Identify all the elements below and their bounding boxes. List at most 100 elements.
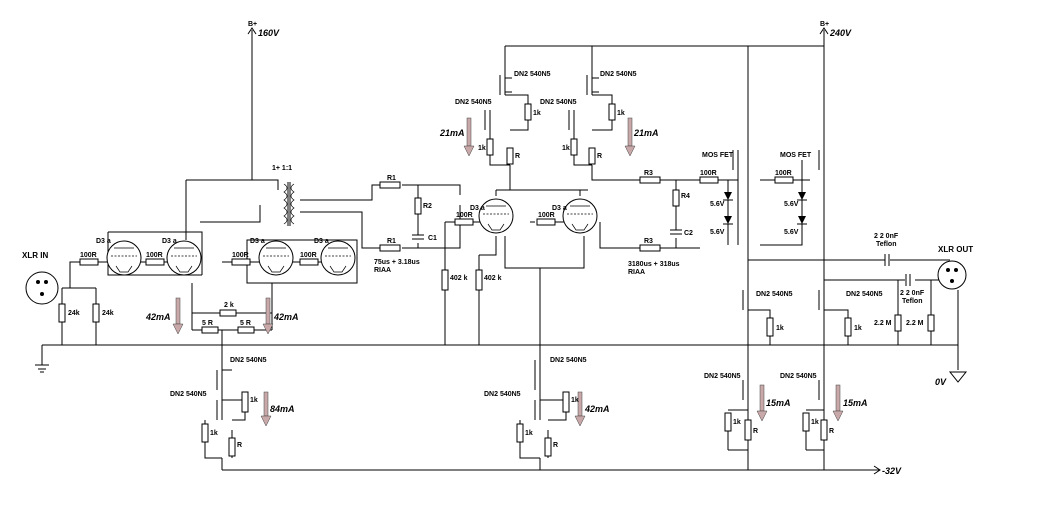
resistor-r-low-3 <box>228 437 236 457</box>
tube-d3a-3 <box>258 240 294 276</box>
label-220nf-1: 2 2 0nF <box>874 233 899 240</box>
capacitor-c1 <box>412 234 424 240</box>
resistor-24k-1 <box>58 303 66 323</box>
label-c2: C2 <box>684 230 693 237</box>
label-1k-low-5: 1k <box>571 397 579 404</box>
label-100r-8: 100R <box>775 170 792 177</box>
label-dn2540-top-3: DN2 540N5 <box>455 99 492 106</box>
label-r-low-1: R <box>753 428 758 435</box>
zero-v-triangle <box>948 371 968 383</box>
label-r2: R2 <box>423 203 432 210</box>
xlr-in-connector <box>25 271 59 305</box>
label-100r-4: 100R <box>300 252 317 259</box>
riaa-left-label: RIAA <box>374 267 391 274</box>
resistor-1k-low-5 <box>562 391 570 413</box>
label-100r-7: 100R <box>700 170 717 177</box>
label-mosfet-2: MOS FET <box>780 152 812 159</box>
label-1k-low-3: 1k <box>250 397 258 404</box>
label-1k-low-6: 1k <box>525 430 533 437</box>
label-100r-5: 100R <box>456 212 473 219</box>
current-arrow-21ma-right <box>624 117 636 157</box>
label-dn2540-top-1: DN2 540N5 <box>514 71 551 78</box>
label-r-low-3: R <box>237 442 242 449</box>
tube-label-4: D3 a <box>314 238 329 245</box>
riaa-left-time: 75us + 3.18us <box>374 259 420 266</box>
resistor-r3-bottom <box>639 244 661 252</box>
zener-3 <box>797 192 807 201</box>
label-402k-2: 402 k <box>484 275 502 282</box>
resistor-24k-2 <box>92 303 100 323</box>
resistor-r2 <box>414 197 422 215</box>
resistor-100r-1 <box>79 258 99 266</box>
tube-d3a-2 <box>166 240 202 276</box>
label-zener-2: 5.6V <box>710 229 725 236</box>
mosfet-low-3 <box>742 380 749 400</box>
xlr-in-label: XLR IN <box>22 251 48 260</box>
resistor-1k-mid-1 <box>766 317 774 337</box>
label-2m2-1: 2.2 M <box>874 320 892 327</box>
label-r-low-2: R <box>829 428 834 435</box>
b-plus-left-arrow <box>247 27 257 35</box>
xlr-out-label: XLR OUT <box>938 245 973 254</box>
label-1k-top-4: 1k <box>562 145 570 152</box>
mosfet-low-4 <box>818 380 825 400</box>
label-100r-6: 100R <box>538 212 555 219</box>
current-label-15ma-left: 15mA <box>766 398 791 408</box>
resistor-1k-top-2 <box>608 103 616 121</box>
riaa-right-label: RIAA <box>628 269 645 276</box>
tube-label-1: D3 a <box>96 238 111 245</box>
b-plus-right-label: B+ <box>820 21 829 28</box>
label-r3-bottom: R3 <box>644 238 653 245</box>
resistor-100r-3 <box>231 258 251 266</box>
resistors <box>58 103 935 457</box>
label-1k-top-3: 1k <box>478 145 486 152</box>
label-100r-3: 100R <box>232 252 249 259</box>
mosfet-mid-2 <box>818 150 825 170</box>
label-24k-1: 24k <box>68 310 80 317</box>
label-2k: 2 k <box>224 302 234 309</box>
label-zener-4: 5.6V <box>784 229 799 236</box>
resistor-100r-6 <box>536 218 556 226</box>
resistor-r-low-2 <box>820 419 828 441</box>
label-100r-1: 100R <box>80 252 97 259</box>
capacitor-220nf-2 <box>905 274 911 286</box>
tubes <box>106 198 598 276</box>
tube-label-2: D3 a <box>162 238 177 245</box>
resistor-1k-low-1 <box>724 412 732 432</box>
label-r4: R4 <box>681 193 690 200</box>
tube-d3a-4 <box>320 240 356 276</box>
label-2m2-2: 2.2 M <box>906 320 924 327</box>
b-plus-left-label: B+ <box>248 21 257 28</box>
resistor-r-low-1 <box>744 419 752 441</box>
zener-diodes <box>723 180 807 245</box>
label-5r-1: 5 R <box>202 320 213 327</box>
mosfet-top-2 <box>586 75 599 95</box>
resistor-100r-5 <box>454 218 474 226</box>
tube-d3a-1 <box>106 240 142 276</box>
v160-label: 160V <box>258 28 280 38</box>
label-r-low-4: R <box>553 442 558 449</box>
transformer <box>283 182 295 226</box>
current-label-21ma-right: 21mA <box>633 128 659 138</box>
resistor-100r-4 <box>299 258 319 266</box>
label-r3-top: R3 <box>644 170 653 177</box>
resistor-1k-low-4 <box>201 423 209 443</box>
resistor-100r-8 <box>774 176 794 184</box>
label-1k-low-2: 1k <box>811 419 819 426</box>
label-dn2540-low-2: DN2 540N5 <box>780 373 817 380</box>
zener-4 <box>797 216 807 225</box>
label-dn2540-mid-2: DN2 540N5 <box>846 291 883 298</box>
label-teflon-2: Teflon <box>902 298 922 305</box>
resistor-1k-top-1 <box>524 103 532 121</box>
current-arrow-15ma-right <box>832 384 844 422</box>
current-label-42ma-right: 42mA <box>273 312 299 322</box>
current-arrow-42ma-left <box>172 297 184 335</box>
current-label-42ma-lower: 42mA <box>584 404 610 414</box>
current-label-21ma-left: 21mA <box>439 128 465 138</box>
label-r1-bottom: R1 <box>387 238 396 245</box>
resistor-1k-mid-2 <box>844 317 852 337</box>
current-label-42ma-left: 42mA <box>145 312 171 322</box>
capacitor-220nf-1 <box>884 254 890 266</box>
label-dn2540-low-4: DN2 540N5 <box>170 391 207 398</box>
current-label-15ma-right: 15mA <box>843 398 868 408</box>
